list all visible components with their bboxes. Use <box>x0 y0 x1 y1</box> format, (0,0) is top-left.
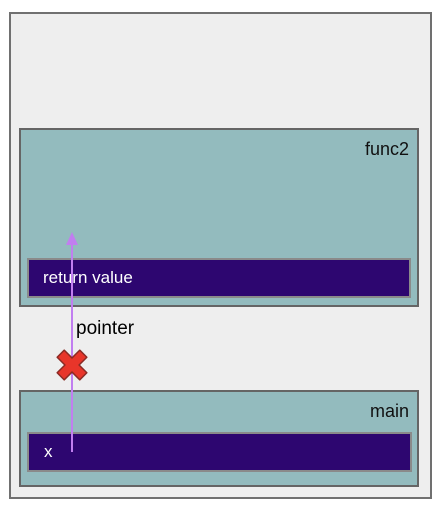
x-variable-slot: x <box>27 432 412 472</box>
pointer-arrow <box>66 232 78 452</box>
func2-frame-label: func2 <box>364 139 409 159</box>
main-frame-label: main <box>369 401 409 421</box>
cross-icon <box>56 349 88 381</box>
pointer-label: pointer <box>76 318 135 339</box>
x-variable-label: x <box>44 442 53 461</box>
pointer-arrow-head <box>66 232 78 245</box>
return-value-slot: return value <box>27 258 411 298</box>
return-value-label: return value <box>43 268 133 287</box>
